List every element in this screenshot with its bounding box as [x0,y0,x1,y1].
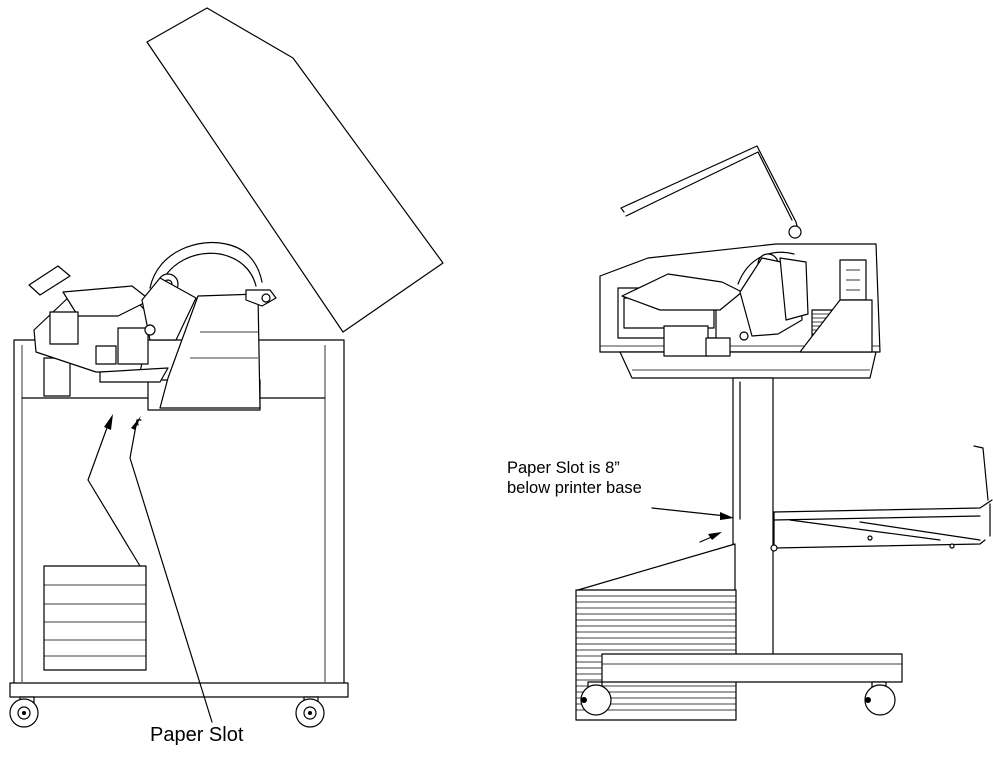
paper-slot-arrows-left [87,414,213,723]
open-top-cover [146,7,444,333]
printer-mechanism-left [28,241,277,409]
paper-slot-arrows-right [651,507,734,543]
pedestal-printer-side-view [575,145,993,721]
rear-paper-basket [770,445,993,552]
cabinet-base [9,682,349,698]
rear-caster [864,681,896,716]
front-caster [580,681,612,716]
cabinet-printer-side-view [9,7,444,728]
left-caster [9,696,39,728]
paper-slot-note: Paper Slot is 8” below printer base [507,458,642,498]
paper-guide-wire [620,145,800,235]
pedestal-column [732,377,774,657]
pedestal-base [601,653,903,683]
right-caster [295,696,325,728]
paper-slot-note-line-2: below printer base [507,479,642,497]
paper-slot-note-line-1: Paper Slot is 8” [507,459,620,477]
paper-stack-left [43,565,147,671]
paper-slot-label: Paper Slot [150,724,244,746]
